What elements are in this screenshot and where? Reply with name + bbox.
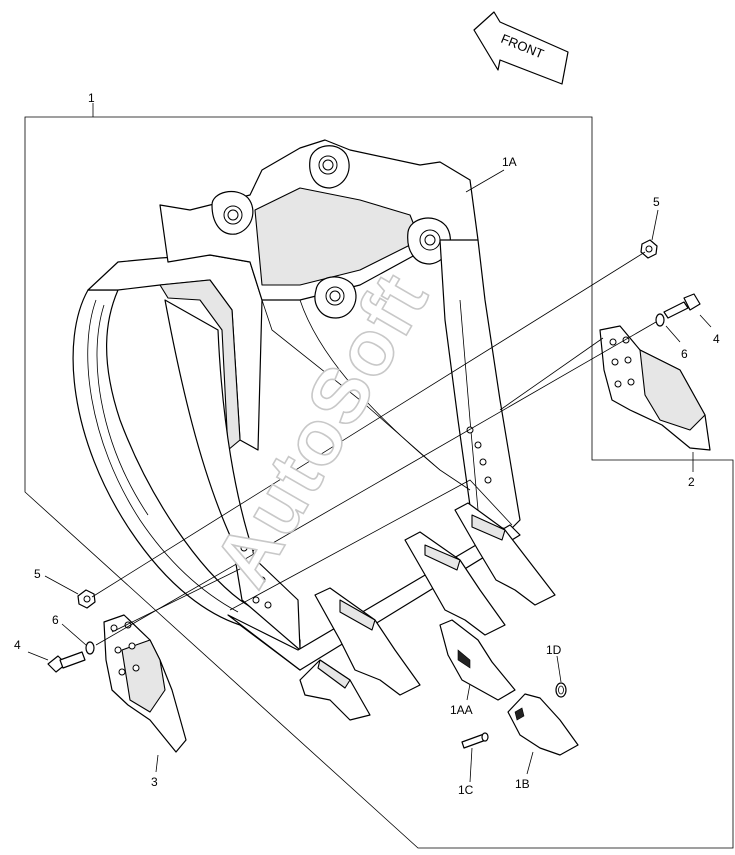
- adapter-1aa: [439, 619, 516, 701]
- leader-1d: [556, 655, 562, 683]
- label-5-right: 5: [653, 195, 660, 209]
- front-arrow: FRONT: [473, 11, 569, 85]
- label-1c: 1C: [458, 783, 474, 797]
- nut-left: [77, 589, 96, 609]
- leader-4-left: [27, 651, 49, 661]
- leader-4-right: [699, 314, 712, 328]
- leader-6-right: [665, 325, 681, 343]
- nut-right: [640, 239, 658, 259]
- assembly-boundary: [24, 116, 734, 849]
- tooth-mounted: [314, 587, 421, 696]
- tooth-1b: [507, 693, 579, 756]
- side-cutter-left: [103, 614, 187, 753]
- alignment-line: [95, 321, 657, 646]
- leader-3: [155, 754, 159, 773]
- side-cutter-right: [599, 325, 711, 451]
- bucket-body: [72, 139, 521, 671]
- label-1d: 1D: [546, 643, 562, 657]
- leader-1b: [526, 751, 534, 775]
- label-6-left: 6: [52, 613, 59, 627]
- tooth-mounted: [404, 531, 506, 636]
- label-1: 1: [88, 91, 95, 105]
- leader-1c: [469, 747, 473, 783]
- leader-5-right: [651, 209, 659, 241]
- label-4-right: 4: [713, 332, 720, 346]
- label-3: 3: [151, 775, 158, 789]
- pin-1c: [461, 732, 489, 749]
- label-6-right: 6: [681, 347, 688, 361]
- bolt-right: [663, 293, 701, 319]
- leader-1aa: [466, 683, 471, 701]
- label-1a: 1A: [502, 155, 517, 169]
- label-1aa: 1AA: [450, 703, 473, 717]
- tooth-mounted: [454, 502, 556, 606]
- bolt-left: [47, 651, 86, 673]
- tooth-mounted: [299, 659, 371, 721]
- label-1b: 1B: [515, 777, 530, 791]
- bucket-teeth: [299, 502, 556, 721]
- leader-5-left: [44, 575, 79, 595]
- leader-6-left: [61, 623, 87, 646]
- leader-1a: [465, 169, 505, 193]
- label-4-left: 4: [14, 638, 21, 652]
- alignment-line: [111, 564, 249, 633]
- label-5-left: 5: [34, 567, 41, 581]
- alignment-line: [499, 337, 604, 411]
- washer-left: [85, 641, 95, 655]
- alignment-line: [91, 251, 646, 598]
- lock-1d: [555, 682, 567, 698]
- label-2: 2: [688, 475, 695, 489]
- washer-right: [655, 313, 665, 327]
